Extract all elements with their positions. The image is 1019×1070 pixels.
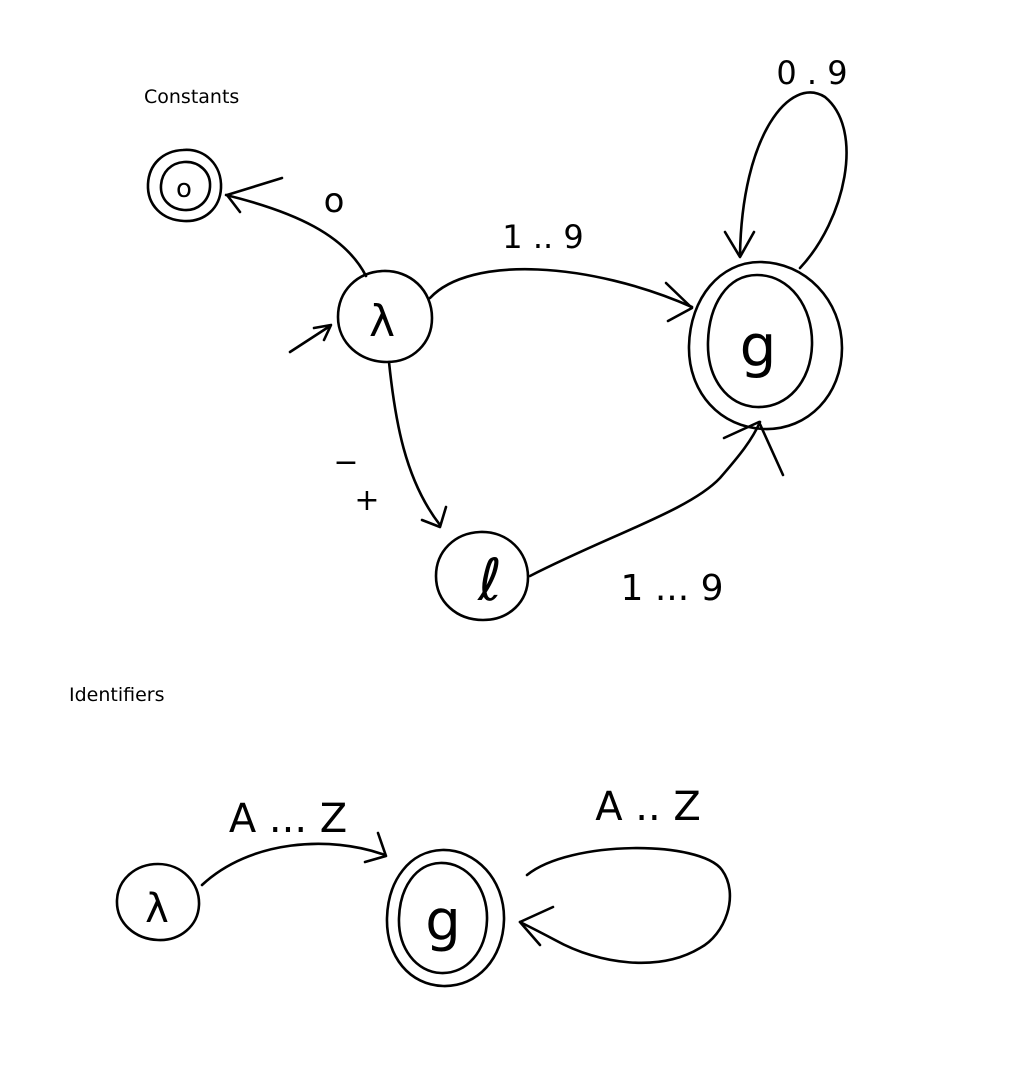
ident-edge-loop-line	[518, 846, 732, 964]
identifiers-section-title: Identifiers	[69, 684, 165, 706]
edge-start-to-zero-arrowhead	[225, 176, 284, 214]
identifiers-automaton: λ g A ... Z A .. Z	[115, 784, 732, 988]
ident-edge-loop-label: A .. Z	[595, 784, 701, 830]
state-sign-label: ℓ	[477, 546, 502, 614]
ident-state-start-circle	[115, 862, 201, 942]
ident-state-start-label: λ	[145, 886, 169, 932]
state-zero-outer-circle	[146, 148, 223, 223]
ident-edge-loop-arrowhead	[518, 905, 555, 947]
state-start-label: λ	[369, 296, 395, 347]
state-number-label: g	[740, 312, 777, 380]
edge-number-loop-arrowhead	[723, 230, 756, 259]
ident-edge-start-to-accept-line	[200, 842, 387, 887]
ident-edge-start-to-accept: A ... Z	[200, 796, 388, 887]
state-zero-label: o	[176, 174, 192, 204]
ident-edge-start-to-accept-label: A ... Z	[229, 796, 347, 842]
ident-state-accept: g	[385, 848, 506, 988]
ident-edge-loop: A .. Z	[518, 784, 732, 964]
state-sign: ℓ	[434, 530, 530, 622]
edge-start-to-sign-plus-label: +	[354, 483, 379, 518]
ident-state-accept-label: g	[425, 889, 461, 954]
edge-start-to-number: 1 .. 9	[428, 218, 694, 323]
edge-sign-to-number-arrowhead	[722, 420, 785, 477]
state-start-circle	[336, 269, 434, 364]
ident-state-start: λ	[115, 862, 201, 942]
edge-start-to-number-label: 1 .. 9	[502, 218, 583, 256]
ident-edge-start-to-accept-arrowhead	[363, 831, 388, 864]
state-zero: o	[146, 148, 223, 223]
edge-sign-to-number: 1 ... 9	[528, 420, 785, 609]
state-start: λ	[288, 269, 434, 364]
edge-start-to-zero-label: o	[324, 181, 345, 221]
state-sign-circle	[434, 530, 530, 622]
state-number-outer-circle	[687, 260, 844, 431]
edge-start-to-number-arrowhead	[664, 281, 694, 323]
edge-sign-to-number-line	[528, 420, 762, 578]
constants-automaton: o λ g ℓ o 1 .. 9	[146, 54, 848, 622]
edge-start-to-sign-minus-label: −	[333, 445, 358, 480]
edge-sign-to-number-label: 1 ... 9	[620, 568, 723, 609]
edge-number-loop: 0 . 9	[723, 54, 848, 270]
state-number: g	[687, 260, 844, 431]
start-arrow	[288, 323, 333, 354]
edge-number-loop-label: 0 . 9	[776, 54, 847, 92]
edge-start-to-sign: − +	[333, 360, 448, 529]
ident-state-accept-inner-circle	[397, 861, 489, 975]
edge-start-to-sign-arrowhead	[420, 505, 448, 529]
state-number-inner-circle	[706, 273, 814, 409]
edge-start-to-number-line	[428, 267, 694, 309]
state-zero-inner-circle	[159, 160, 212, 212]
ident-state-accept-outer-circle	[385, 848, 506, 988]
edge-start-to-zero-line	[224, 193, 368, 278]
edge-start-to-zero: o	[224, 176, 368, 278]
edge-start-to-sign-line	[387, 360, 442, 527]
edge-number-loop-line	[738, 91, 848, 270]
constants-section-title: Constants	[144, 86, 240, 108]
